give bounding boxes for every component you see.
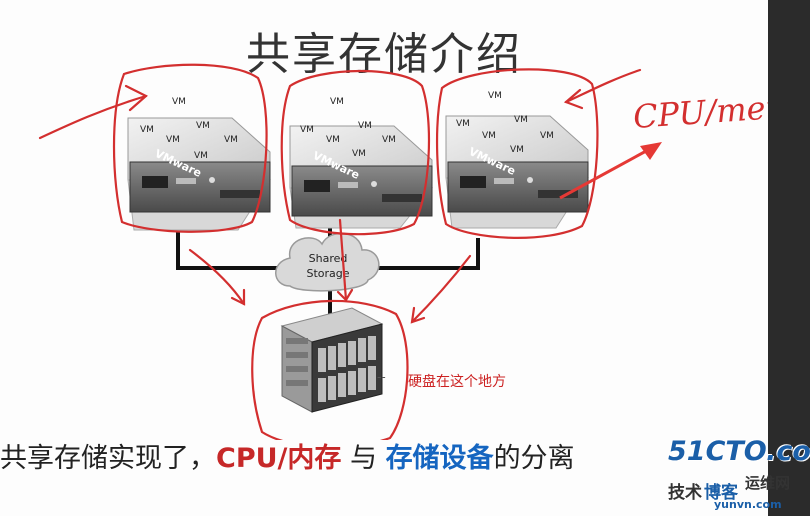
- slide: 共享存储介绍 VMware VM VM: [0, 29, 768, 475]
- summary-sentence: 共享存储实现了，CPU/内存 与 存储设备的分离: [0, 436, 575, 475]
- watermark-url: yunvn.com: [714, 498, 782, 511]
- disk-location-note: 硬盘在这个地方: [408, 374, 506, 390]
- watermark-site: 51CTO.com: [668, 436, 810, 467]
- shared-storage-cloud: Shared Storage: [275, 232, 380, 292]
- esx-host-2: VMware VM VM VM VM VM VM: [289, 97, 434, 229]
- esx-host-1: VMware VM VM VM VM VM VM: [127, 97, 271, 231]
- vm-label: VM: [330, 97, 344, 107]
- vm-label: VM: [510, 145, 524, 155]
- note-leader: --: [377, 370, 386, 384]
- vm-label: VM: [194, 151, 208, 161]
- vm-label: VM: [488, 91, 502, 101]
- cloud-label-line1: Shared: [309, 252, 348, 265]
- vm-label: VM: [514, 115, 528, 125]
- cloud-label-line2: Storage: [306, 267, 349, 280]
- vm-label: VM: [300, 125, 314, 135]
- vm-label: VM: [166, 135, 180, 145]
- summary-part-3: 的分离: [493, 443, 575, 474]
- watermark-blog: 博客: [704, 483, 738, 503]
- vm-label: VM: [456, 119, 470, 129]
- vm-label: VM: [224, 135, 238, 145]
- vm-label: VM: [140, 125, 154, 135]
- watermark-ops: 运维网: [745, 474, 791, 492]
- vm-label: VM: [358, 121, 372, 131]
- watermark-tech: 技术: [668, 483, 702, 503]
- vm-label: VM: [196, 121, 210, 131]
- summary-part-1: 共享存储实现了，: [0, 443, 216, 474]
- storage-diagram: VMware VM VM VM VM VM VM VMware VM VM VM…: [38, 63, 768, 440]
- summary-storage-device: 存储设备: [385, 443, 494, 474]
- vm-label: VM: [382, 135, 396, 145]
- vm-label: VM: [352, 149, 366, 159]
- storage-array: [280, 307, 384, 413]
- esx-host-3: VMware VM VM VM VM VM VM: [445, 91, 589, 229]
- vm-label: VM: [172, 97, 186, 107]
- dark-sidebar: [768, 0, 810, 516]
- vm-label: VM: [326, 135, 340, 145]
- vm-label: VM: [540, 131, 554, 141]
- vm-label: VM: [482, 131, 496, 141]
- red-annotations: [38, 63, 642, 440]
- summary-part-2: 与: [341, 443, 386, 474]
- summary-cpu-mem: CPU/内存: [216, 443, 342, 474]
- handwritten-cpu-mem: CPU/mem: [632, 87, 768, 136]
- pointer-arrow: [559, 142, 662, 200]
